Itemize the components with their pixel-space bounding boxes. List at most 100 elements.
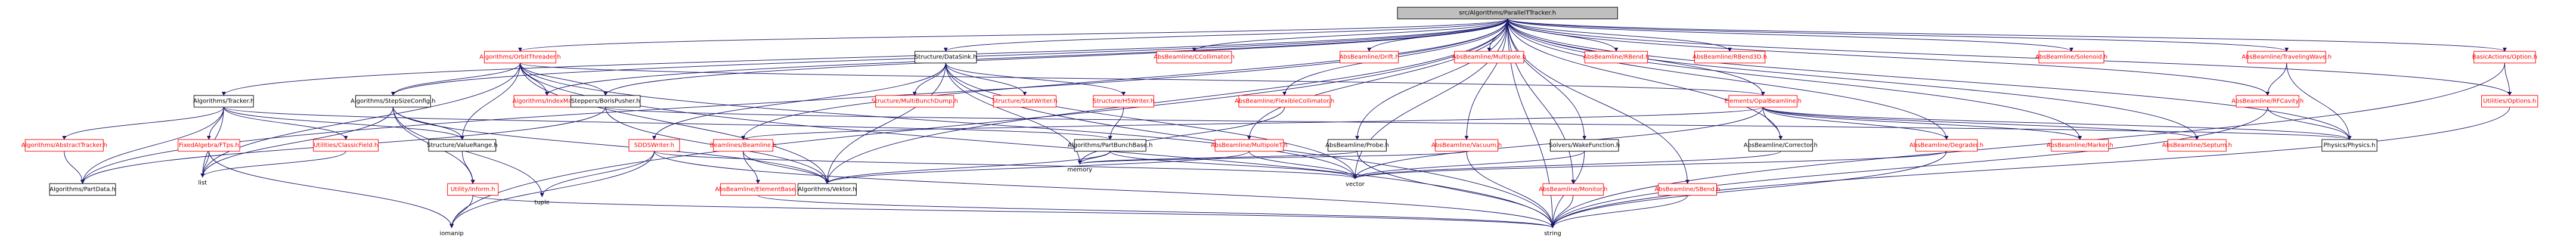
node-label: tuple: [534, 199, 550, 206]
node-label: Algorithms/StepSizeConfig.h: [351, 98, 435, 104]
edge-root-to-basicoption: [1507, 18, 2507, 52]
graph-node-structure-valuerange-h[interactable]: Structure/ValueRange.h: [427, 139, 498, 152]
edge-orbit-to-valuerange: [460, 63, 520, 140]
graph-node-absbeamline-solenoid-h[interactable]: AbsBeamline/Solenoid.h: [2035, 51, 2107, 64]
edge-rfcavity-to-string: [1551, 107, 2268, 228]
node-label: AbsBeamline/MultipoleT.h: [1211, 142, 1288, 148]
edge-travelingwave-to-rfcavity: [2265, 63, 2287, 96]
graph-node-algorithms-orbitthreader-h[interactable]: Algorithms/OrbitThreader.h: [479, 51, 561, 64]
edge-probe-to-string: [1357, 151, 1555, 228]
edge-root-to-datasink: [944, 18, 1508, 52]
edge-vacuum-to-string: [1466, 151, 1555, 228]
graph-node-absbeamline-rbend-h[interactable]: AbsBeamline/RBend.h: [1583, 51, 1650, 64]
node-label: AbsBeamline/Multipole.h: [1452, 54, 1526, 60]
graph-node-structure-multibunchdump-h[interactable]: Structure/MultiBunchDump.h: [872, 95, 958, 108]
graph-node-beamlines-beamline-h[interactable]: Beamlines/Beamline.h: [710, 139, 777, 152]
graph-node-algorithms-tracker-h[interactable]: Algorithms/Tracker.h: [193, 95, 254, 108]
node-label: list: [198, 179, 207, 186]
edge-opalbeamline-to-corrector: [1762, 107, 1783, 140]
edge-root-to-vector: [1353, 18, 1508, 179]
edge-monitor-to-string: [1550, 195, 1574, 228]
edge-sddswriter-to-vector: [653, 151, 1357, 179]
graph-node-absbeamline-ccollimator-h[interactable]: AbsBeamline/CCollimator.h: [1154, 51, 1235, 64]
graph-node-absbeamline-multipole-h[interactable]: AbsBeamline/Multipole.h: [1452, 51, 1526, 64]
edge-orbit-to-stepsize: [390, 63, 520, 96]
node-label: AbsBeamline/TravelingWave.h: [2242, 54, 2332, 60]
node-box: [1328, 139, 1387, 152]
node-box: [2473, 51, 2536, 64]
node-box: [1549, 139, 1619, 152]
graph-node-utilities-options-h[interactable]: Utilities/Options.h: [2481, 95, 2538, 108]
node-label: iomanip: [440, 230, 464, 237]
node-label: AbsBeamline/Probe.h: [1325, 142, 1389, 148]
graph-node-elements-opalbeamline-h[interactable]: Elements/OpalBeamline.h: [1724, 95, 1802, 108]
graph-node-absbeamline-rfcavity-h[interactable]: AbsBeamline/RFCavity.h: [2231, 95, 2304, 108]
node-label: FixedAlgebra/FTps.h: [179, 142, 239, 148]
node-label: AbsBeamline/RFCavity.h: [2231, 98, 2304, 104]
graph-node-structure-statwriter-h[interactable]: Structure/StatWriter.h: [992, 95, 1058, 108]
graph-node-sddswriter-h[interactable]: SDDSWriter.h: [628, 139, 680, 152]
edge-probe-to-memory: [1078, 151, 1358, 165]
graph-node-algorithms-partdata-h[interactable]: Algorithms/PartData.h: [49, 183, 116, 196]
node-label: vector: [1346, 181, 1365, 188]
edge-datasink-to-statwriter: [945, 63, 1027, 96]
graph-node-algorithms-vektor-h[interactable]: Algorithms/Vektor.h: [798, 183, 857, 196]
graph-node-absbeamline-flexiblecollimator-h[interactable]: AbsBeamline/FlexibleCollimator.h: [1235, 95, 1334, 108]
edge-classicfield-to-list: [200, 151, 346, 178]
edge-elementbase-to-string: [757, 195, 1555, 228]
graph-node-absbeamline-monitor-h[interactable]: AbsBeamline/Monitor.h: [1539, 183, 1607, 196]
edge-root-to-sbend: [1507, 18, 1690, 184]
graph-node-absbeamline-marker-h[interactable]: AbsBeamline/Marker.h: [2047, 139, 2113, 152]
graph-node-physics-physics-h[interactable]: Physics/Physics.h: [2321, 139, 2377, 152]
edge-tracker-to-partdata: [80, 107, 224, 184]
graph-node-absbeamline-degrader-h[interactable]: AbsBeamline/Degrader.h: [1909, 139, 1983, 152]
graph-node-absbeamline-sbend-h[interactable]: AbsBeamline/SBend.h: [1654, 183, 1721, 196]
node-box: [1748, 139, 1813, 152]
node-box: [428, 139, 497, 152]
graph-node-structure-h5writer-h[interactable]: Structure/H5Writer.h: [1093, 95, 1154, 108]
edge-boris-to-physics: [605, 107, 2351, 140]
edge-tracker-to-fixedalgebra: [206, 107, 224, 140]
edge-stepsize-to-valuerange: [392, 107, 464, 140]
graph-node-absbeamline-corrector-h[interactable]: AbsBeamline/Corrector.h: [1744, 139, 1818, 152]
graph-node-algorithms-stepsizeconfig-h[interactable]: Algorithms/StepSizeConfig.h: [351, 95, 436, 108]
node-label: AbsBeamline/CCollimator.h: [1154, 54, 1235, 60]
node-box: [720, 183, 796, 196]
graph-node-steppers-borispusher-h[interactable]: Steppers/BorisPusher.h: [571, 95, 641, 108]
graph-node-absbeamline-septum-h[interactable]: AbsBeamline/Septum.h: [2162, 139, 2232, 152]
graph-node-basicactions-option-h[interactable]: BasicActions/Option.h: [2472, 51, 2537, 64]
graph-node-absbeamline-drift-h[interactable]: AbsBeamline/Drift.h: [1340, 51, 1399, 64]
graph-node-src-algorithms-parallelttracker-h[interactable]: src/Algorithms/ParallelTTracker.h: [1397, 7, 1618, 20]
graph-node-utility-inform-h[interactable]: Utility/Inform.h: [447, 183, 499, 196]
edge-root-to-physics: [1507, 18, 2352, 140]
edge-datasink-to-h5writer: [945, 63, 1126, 96]
graph-node-absbeamline-vacuum-h[interactable]: AbsBeamline/Vacuum.h: [1431, 139, 1502, 152]
graph-node-algorithms-abstracttracker-h[interactable]: Algorithms/AbstractTracker.h: [21, 139, 107, 152]
edge-beamline-to-vektor: [743, 151, 829, 184]
edge-opalbeamline-to-degrader: [1762, 107, 1949, 140]
graph-node-vector: vector: [1346, 181, 1365, 188]
graph-node-fixedalgebra-ftps-h[interactable]: FixedAlgebra/FTps.h: [178, 139, 240, 152]
node-box: [915, 51, 977, 64]
graph-node-structure-datasink-h[interactable]: Structure/DataSink.h: [915, 51, 977, 64]
graph-node-absbeamline-elementbase-h[interactable]: AbsBeamline/ElementBase.h: [715, 183, 801, 196]
node-label: AbsBeamline/Solenoid.h: [2035, 54, 2107, 60]
graph-node-absbeamline-multipolet-h[interactable]: AbsBeamline/MultipoleT.h: [1211, 139, 1288, 152]
node-label: memory: [1067, 166, 1092, 173]
graph-node-memory: memory: [1067, 166, 1092, 173]
edge-flexcoll-to-memory: [1077, 107, 1285, 165]
graph-node-algorithms-partbunchbase-h[interactable]: Algorithms/PartBunchBase.h: [1068, 139, 1153, 152]
graph-node-solvers-wakefunction-h[interactable]: Solvers/WakeFunction.h: [1549, 139, 1620, 152]
edge-datasink-to-vector: [945, 63, 1357, 179]
graph-node-utilities-classicfield-h[interactable]: Utilities/ClassicField.h: [313, 139, 379, 152]
node-label: Algorithms/Tracker.h: [193, 98, 254, 104]
graph-node-absbeamline-rbend3d-h[interactable]: AbsBeamline/RBend3D.h: [1692, 51, 1767, 64]
edge-stepsize-to-list: [200, 107, 393, 178]
graph-node-absbeamline-travelingwave-h[interactable]: AbsBeamline/TravelingWave.h: [2242, 51, 2332, 64]
edge-tracker-to-partbunchbase: [223, 107, 1112, 140]
edges-layer: [62, 18, 2512, 228]
edge-orbit-to-list: [200, 63, 520, 178]
node-box: [571, 95, 641, 108]
graph-node-absbeamline-probe-h[interactable]: AbsBeamline/Probe.h: [1325, 139, 1389, 152]
